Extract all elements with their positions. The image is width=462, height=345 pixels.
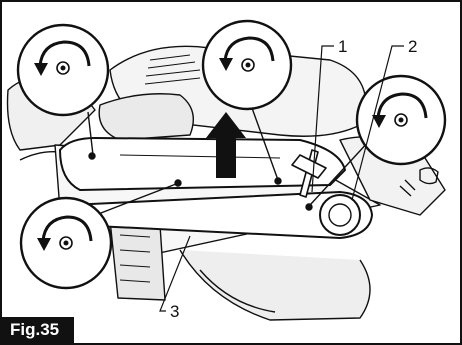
magnifier-top-left xyxy=(18,25,108,115)
figure-label: Fig.35 xyxy=(2,317,74,343)
callout-3: 3 xyxy=(170,302,179,321)
magnifier-top-center xyxy=(203,21,291,109)
magnifier-right xyxy=(357,76,445,164)
magnifier-bottom-left xyxy=(21,198,111,288)
callout-1: 1 xyxy=(338,37,347,56)
callout-2: 2 xyxy=(408,37,417,56)
